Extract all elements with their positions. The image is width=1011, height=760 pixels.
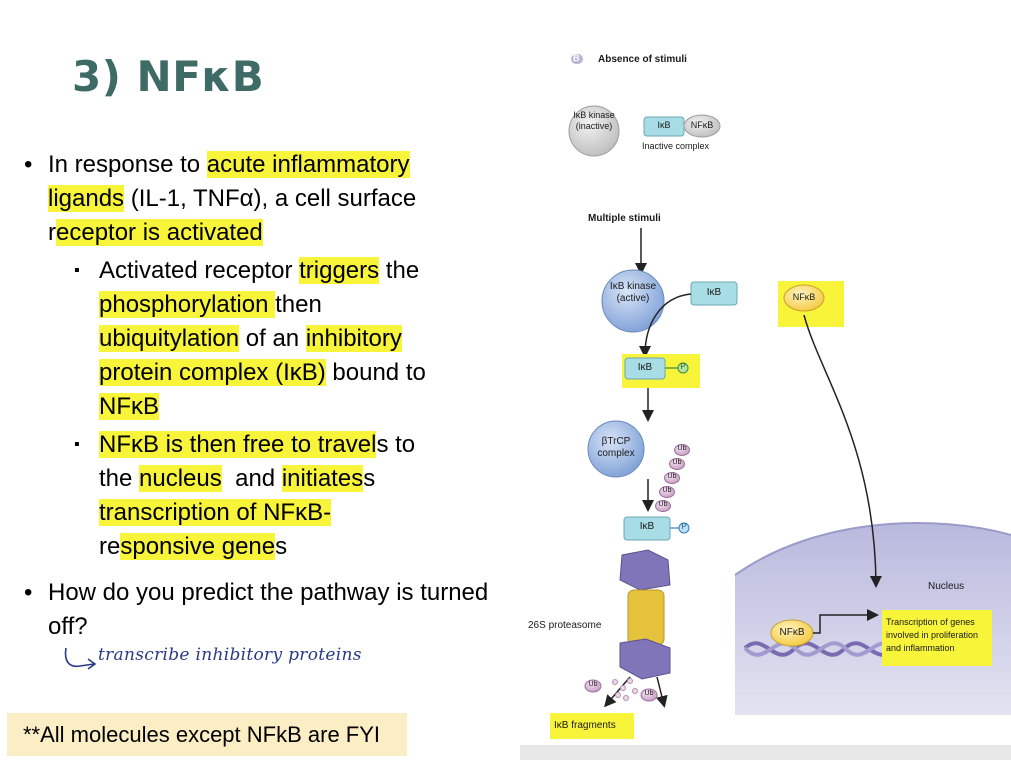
ub-label-1: Ub bbox=[677, 445, 687, 452]
phospho-tag: P bbox=[680, 362, 686, 371]
handwritten-annotation: transcribe inhibitory proteins bbox=[60, 640, 400, 678]
ubiquitin-chain bbox=[655, 444, 690, 512]
multiple-stimuli-label: Multiple stimuli bbox=[588, 213, 661, 224]
text-run: of an bbox=[239, 325, 306, 352]
subbullet-phosphorylation: Activated receptor triggers the phosphor… bbox=[22, 254, 512, 424]
dna-helix bbox=[743, 641, 897, 657]
highlighted-text: NFκB bbox=[99, 393, 159, 420]
btrcp-complex-shape bbox=[587, 420, 645, 478]
text-run: the bbox=[99, 465, 140, 492]
highlighted-text: ubiquitylation bbox=[99, 325, 240, 352]
slide-title: 3) NFκB bbox=[72, 52, 265, 101]
inactive-kinase-label: IκB kinase (inactive) bbox=[573, 110, 615, 131]
ubiquitylated-ikb-label: IκB bbox=[639, 521, 655, 532]
proteasome-label: 26S proteasome bbox=[528, 620, 602, 631]
ub-label-3: Ub bbox=[667, 473, 677, 480]
inactive-complex-label: Inactive complex bbox=[642, 141, 710, 151]
ikb-fragments-label: IκB fragments bbox=[554, 720, 616, 731]
pathway-graphics bbox=[520, 54, 1011, 760]
active-kinase-label: IκB kinase (active) bbox=[609, 281, 657, 304]
highlighted-text: ligands bbox=[48, 185, 125, 212]
ub-label-4: Ub bbox=[662, 487, 672, 494]
fyi-note: **All molecules except NFkB are FYI bbox=[7, 713, 407, 756]
highlighted-text: transcription of NFκB- bbox=[99, 499, 332, 526]
active-kinase-shape bbox=[601, 269, 665, 333]
text-run: r bbox=[48, 219, 56, 246]
highlighted-text: initiates bbox=[281, 465, 364, 492]
highlighted-text: eceptor is activated bbox=[56, 219, 263, 246]
ub-label-2: Ub bbox=[672, 459, 682, 466]
btrcp-label: βTrCP complex bbox=[597, 436, 635, 459]
free-nfkb-label: NFκB bbox=[792, 292, 816, 302]
handwritten-note: transcribe inhibitory proteins bbox=[98, 645, 362, 665]
text-run: bound to bbox=[325, 359, 426, 386]
bullet-receptor-activation: In response to acute inflammatory ligand… bbox=[22, 148, 512, 250]
highlighted-text: sponsive gene bbox=[120, 533, 276, 560]
text-run: re bbox=[99, 533, 121, 560]
highlighted-text: nucleus bbox=[139, 465, 222, 492]
nucleus-label: Nucleus bbox=[928, 581, 965, 592]
text-run: and bbox=[221, 465, 282, 492]
text-run: (IL-1, TNFα), a cell surface bbox=[124, 185, 417, 212]
text-run: In response to bbox=[48, 151, 207, 178]
highlighted-text: phosphorylation bbox=[99, 291, 276, 318]
phospho-tag-2: P bbox=[681, 522, 687, 531]
highlighted-text: triggers bbox=[299, 257, 380, 284]
nfkb-pathway-diagram: B Absence of stimuli IκB kinase (inactiv… bbox=[520, 45, 1011, 760]
bullet-question: How do you predict the pathway is turned… bbox=[22, 576, 498, 644]
highlighted-text: NFκB is then free to travel bbox=[99, 431, 377, 458]
text-run: the bbox=[379, 257, 420, 284]
panel-title: Absence of stimuli bbox=[598, 54, 687, 65]
fragment-ub-1: Ub bbox=[588, 681, 598, 688]
ub-label-5: Ub bbox=[658, 501, 668, 508]
nuclear-nfkb-label: NFκB bbox=[779, 627, 805, 638]
bullet-content: In response to acute inflammatory ligand… bbox=[22, 148, 512, 644]
text-run: then bbox=[275, 291, 322, 318]
fragment-ub-2: Ub bbox=[644, 690, 654, 697]
subbullet-nfkb-travel: NFκB is then free to travels to the nucl… bbox=[22, 428, 512, 564]
text-run: Activated receptor bbox=[99, 257, 300, 284]
handwritten-arrow-icon bbox=[64, 647, 97, 670]
inactive-complex-nfkb: NFκB bbox=[690, 120, 714, 130]
transcription-label: Transcription of genes involved in proli… bbox=[886, 617, 979, 653]
inactive-kinase-shape bbox=[568, 105, 620, 157]
text-run: s to bbox=[376, 431, 416, 458]
highlighted-text: protein complex (IκB) bbox=[99, 359, 326, 386]
inactive-complex-ikb: IκB bbox=[657, 120, 671, 130]
highlighted-text: acute inflammatory bbox=[206, 151, 410, 178]
proteasome-shape bbox=[619, 549, 671, 680]
free-ikb-label: IκB bbox=[706, 287, 722, 298]
phospho-ikb-label: IκB bbox=[637, 362, 653, 373]
text-run: s bbox=[275, 533, 288, 560]
highlighted-text: inhibitory bbox=[305, 325, 402, 352]
panel-letter: B bbox=[573, 53, 580, 63]
